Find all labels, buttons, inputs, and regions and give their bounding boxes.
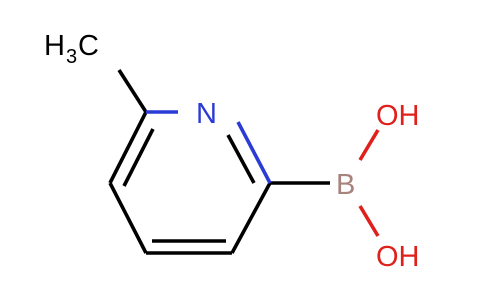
bond-c3-c2 — [230, 182, 272, 254]
bond-c5-c4 — [108, 182, 148, 254]
boron-label: B — [336, 169, 355, 201]
bond-c6-c5-inner — [122, 128, 155, 187]
nitrogen-label: N — [196, 98, 217, 130]
hydroxyl-top-label: OH — [376, 100, 420, 132]
bond-b-o-bottom — [358, 205, 380, 237]
methyl-c-label: C — [78, 30, 99, 62]
bond-n-c2 — [236, 121, 272, 184]
hydroxyl-bottom-label: OH — [376, 241, 420, 273]
bond-c6-c5 — [108, 111, 148, 184]
oxygen-bond-group — [358, 129, 380, 237]
methyl-h-label: H — [44, 30, 65, 62]
bond-b-o-top — [358, 129, 380, 161]
nitrogen-bond-group — [146, 110, 272, 184]
methyl-subscript: 3 — [66, 46, 77, 68]
bond-group — [108, 69, 330, 255]
bond-c2-n-inner — [226, 134, 256, 184]
bond-methyl — [117, 69, 148, 113]
